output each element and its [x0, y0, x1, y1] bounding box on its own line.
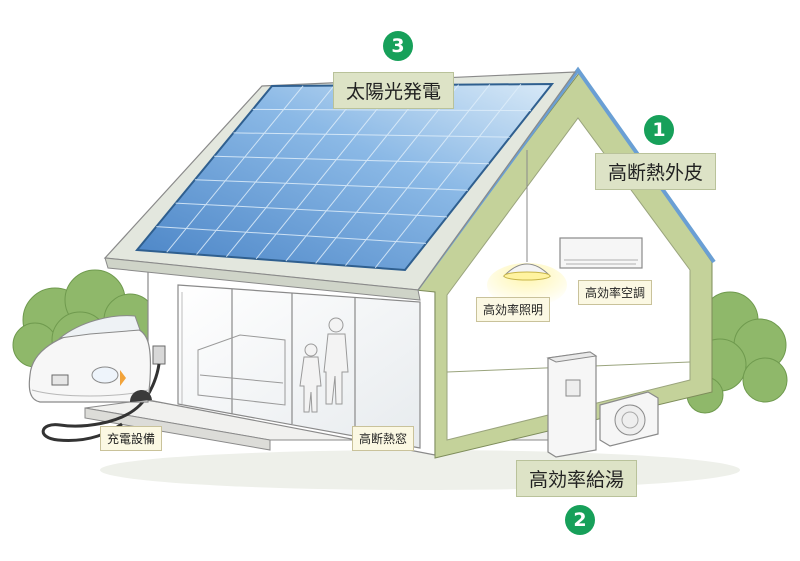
pendant-light — [487, 150, 567, 307]
ground-shadow — [100, 450, 740, 490]
front-windows — [177, 284, 421, 449]
label-solar-power: 太陽光発電 — [333, 72, 455, 109]
family-silhouette — [299, 317, 349, 413]
feature-badge-1: 1 — [644, 115, 674, 145]
air-conditioner — [559, 237, 643, 269]
label-insulated-window: 高断熱窓 — [352, 426, 415, 451]
label-charging-equipment: 充電設備 — [100, 426, 163, 451]
interior-cutaway — [446, 117, 691, 441]
feature-badge-3: 3 — [383, 31, 413, 61]
heat-pump-unit — [599, 391, 659, 447]
electric-car — [28, 315, 152, 403]
terrace-edge — [84, 407, 271, 451]
water-heater-tank — [546, 351, 598, 458]
label-efficient-air-conditioning: 高効率空調 — [578, 280, 653, 305]
label-high-insulation-envelope: 高断熱外皮 — [595, 153, 717, 190]
solar-panel-grid — [156, 83, 532, 269]
label-efficient-lighting: 高効率照明 — [476, 297, 551, 322]
label-high-efficiency-water-heating: 高効率給湯 — [516, 460, 638, 497]
sofa — [197, 334, 286, 406]
feature-badge-2: 2 — [565, 505, 595, 535]
roof-fascia — [104, 257, 421, 301]
